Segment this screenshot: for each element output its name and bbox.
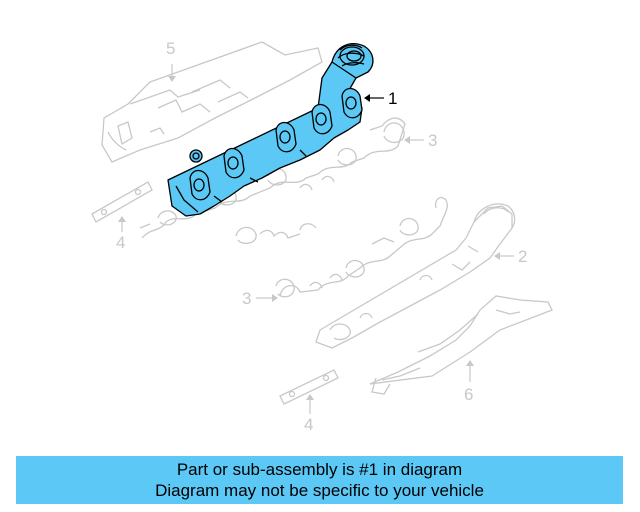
parts-diagram: 5 1 3 2 3 4 4 6: [91, 39, 553, 434]
lower-gasket: [235, 196, 448, 298]
lower-exhaust-manifold: [315, 203, 516, 349]
leader-lines: [121, 64, 514, 414]
callout-5: 5: [166, 39, 175, 58]
banner-line-1: Part or sub-assembly is #1 in diagram: [176, 460, 463, 479]
callout-3-lower: 3: [242, 289, 251, 308]
callout-4-lower: 4: [304, 415, 313, 434]
banner-line-2: Diagram may not be specific to your vehi…: [155, 481, 484, 500]
lower-heat-shield: [369, 295, 553, 395]
exhaust-manifold-highlighted: [167, 43, 374, 217]
info-banner: Part or sub-assembly is #1 in diagram Di…: [16, 456, 623, 504]
callout-4-upper: 4: [116, 233, 125, 252]
leader-arrowheads: [118, 76, 500, 400]
lower-bracket: [279, 369, 339, 405]
upper-bracket: [91, 181, 153, 223]
upper-heat-shield: [101, 41, 323, 163]
callout-6: 6: [464, 385, 473, 404]
callout-1: 1: [388, 89, 397, 108]
callout-3-upper: 3: [428, 131, 437, 150]
callout-2: 2: [518, 247, 527, 266]
